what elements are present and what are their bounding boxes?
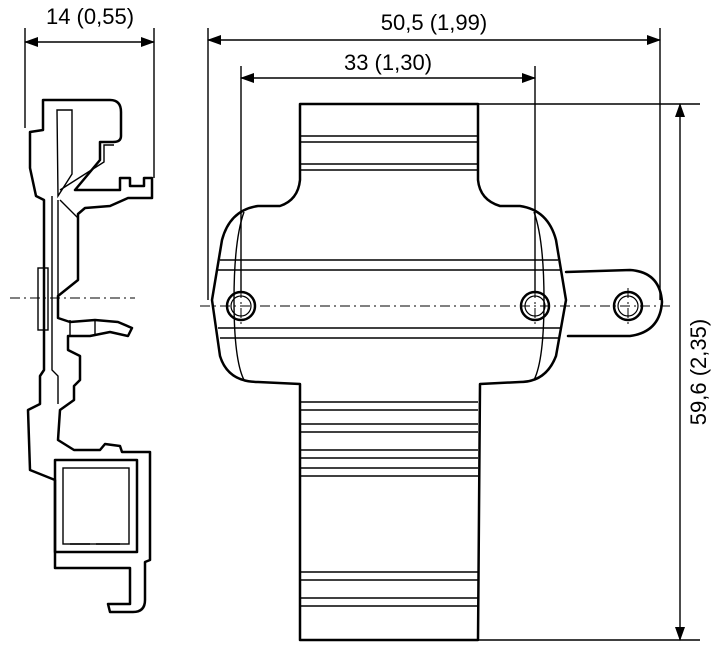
profile-box-section: [53, 458, 139, 554]
top-stem-outline: [210, 102, 568, 642]
label-hole-spacing: 33 (1,30): [344, 50, 432, 75]
mounting-ear: [564, 268, 664, 338]
side-profile-view: [10, 28, 155, 614]
label-width-side: 14 (0,55): [46, 4, 134, 29]
profile-upper-lip: [59, 144, 114, 191]
profile-inner-channel: [56, 109, 73, 199]
profile-flange-line: [69, 320, 96, 336]
profile-lower-web: [51, 345, 59, 404]
profile-web: [51, 196, 59, 345]
profile-inner-slot: [59, 199, 79, 280]
dimension-overall-height: [478, 103, 700, 641]
dimension-overall-width: [207, 28, 661, 300]
profile-clip-slot: [37, 267, 49, 331]
profile-outline: [26, 98, 154, 614]
profile-box-inner: [62, 467, 130, 545]
label-width-overall: 50,5 (1,99): [381, 10, 487, 35]
body-right-inner-curve: [533, 211, 545, 381]
dimension-hole-spacing: [240, 66, 536, 292]
front-view: [200, 102, 674, 642]
body-left-inner-curve: [233, 211, 245, 381]
label-height-overall: 59,6 (2,35): [686, 319, 711, 425]
